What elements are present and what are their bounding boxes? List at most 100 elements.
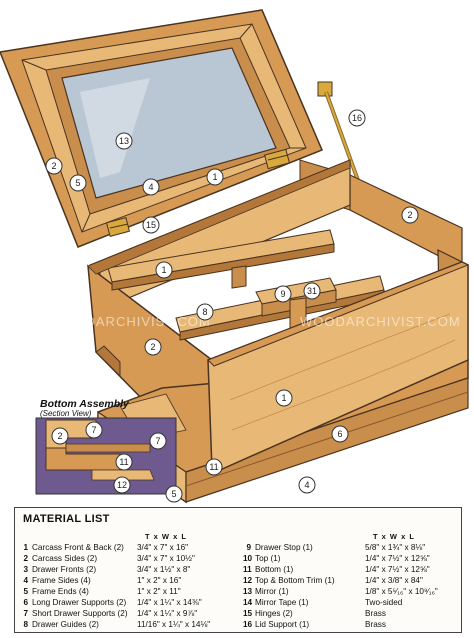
list-item: 5 Frame Ends (4) 1" x 2" x 11" [20, 586, 240, 597]
list-item: 9 Drawer Stop (1) 5/8" x 1¾" x 8⅛" [243, 542, 463, 553]
part-dimensions: 3/4" x 7" x 16" [137, 543, 189, 552]
part-dimensions: Brass [365, 609, 386, 618]
inset-subtitle: (Section View) [40, 409, 92, 418]
mirror-panel [61, 47, 277, 199]
part-dimensions: 1/4" x 3/8" x 84" [365, 576, 423, 585]
callout-label: 6 [337, 429, 342, 439]
part-dimensions: 11/16" x 1¼" x 14⅛" [137, 620, 211, 629]
part-number: 4 [23, 576, 28, 585]
part-name: Long Drawer Supports (2) [32, 598, 127, 607]
hinge-icon [263, 148, 291, 170]
part-dimensions: Brass [365, 620, 386, 629]
callout-label: 2 [150, 342, 155, 352]
carcass-front-rear [87, 159, 351, 275]
list-item: 1 Carcass Front & Back (2) 3/4" x 7" x 16" [20, 542, 240, 553]
part-number: 3 [23, 565, 28, 574]
part-number: 16 [243, 620, 253, 629]
part-name: Bottom (1) [255, 565, 294, 574]
part-number: 5 [23, 587, 28, 596]
part-number: 9 [246, 543, 251, 552]
jewelry-box-exploded-view: Bottom Assembly (Section View) WOODARCHI… [0, 9, 470, 504]
part-name: Mirror Tape (1) [255, 598, 309, 607]
part-number: 14 [243, 598, 253, 607]
part-name: Drawer Guides (2) [32, 620, 99, 629]
part-number: 2 [23, 554, 28, 563]
callout-circles: 13 2 5 4 1 15 16 2 1 8 9 31 2 1 6 7 5 11 [45, 109, 419, 503]
part-name: Hinges (2) [255, 609, 293, 618]
callout-label: 31 [307, 286, 317, 296]
part-name: Frame Ends (4) [32, 587, 89, 596]
callout-label: 1 [212, 172, 217, 182]
list-item: 3 Drawer Fronts (2) 3/4" x 1½" x 8" [20, 564, 240, 575]
part-dimensions: 3/4" x 1½" x 8" [137, 565, 191, 574]
part-dimensions: 3/4" x 7" x 10½" [137, 554, 195, 563]
inset-title: Bottom Assembly [40, 398, 130, 410]
part-number: 7 [23, 609, 28, 618]
part-dimensions: 1/8" x 5⁵⁄₁₆" x 10⁹⁄₁₆" [365, 587, 438, 596]
part-name: Top (1) [255, 554, 281, 563]
part-dimensions: 1" x 2" x 16" [137, 576, 182, 585]
part-number: 15 [243, 609, 253, 618]
part-number: 10 [243, 554, 253, 563]
callout-label: 5 [75, 178, 80, 188]
part-name: Mirror (1) [255, 587, 289, 596]
part-dimensions: 1" x 2" x 11" [137, 587, 181, 596]
callout-label: 1 [161, 265, 166, 275]
watermark: WOODARCHIVIST.COM [50, 314, 211, 329]
watermark: WOODARCHIVIST.COM [300, 314, 461, 329]
part-dimensions: 1/4" x 7½" x 12⅝" [365, 554, 430, 563]
part-number: 8 [23, 620, 28, 629]
column-header-right: T x W x L [373, 532, 415, 541]
callout-label: 2 [57, 431, 62, 441]
watermark-logo [22, 312, 48, 332]
material-list-left-column: 1 Carcass Front & Back (2) 3/4" x 7" x 16"… [20, 542, 240, 630]
list-item: 6 Long Drawer Supports (2) 1/4" x 1¼" x 14… [20, 597, 240, 608]
callout-label: 7 [91, 425, 96, 435]
column-header-left: T x W x L [145, 532, 187, 541]
callout-label: 11 [209, 462, 218, 472]
list-item: 7 Short Drawer Supports (2) 1/4" x 1¼" x 9… [20, 608, 240, 619]
part-dimensions: 1/4" x 7½" x 12⅝" [365, 565, 430, 574]
part-dimensions: 1/4" x 1¼" x 9⅞" [137, 609, 198, 618]
callout-label: 12 [117, 480, 127, 490]
part-name: Drawer Fronts (2) [32, 565, 97, 574]
callout-label: 2 [51, 161, 56, 171]
part-name: Drawer Stop (1) [255, 543, 313, 552]
callout-label: 4 [304, 480, 309, 490]
part-dimensions: 1/4" x 1¼" x 14⅜" [137, 598, 202, 607]
material-list-title: MATERIAL LIST [23, 513, 110, 525]
callout-label: 11 [119, 457, 128, 467]
list-item: 2 Carcass Sides (2) 3/4" x 7" x 10½" [20, 553, 240, 564]
part-dimensions: Two-sided [365, 598, 403, 607]
part-number: 6 [23, 598, 28, 607]
part-dimensions: 5/8" x 1¾" x 8⅛" [365, 543, 426, 552]
part-name: Lid Support (1) [255, 620, 310, 629]
part-name: Short Drawer Supports (2) [32, 609, 128, 618]
part-number: 1 [23, 543, 28, 552]
callout-label: 8 [202, 307, 207, 317]
part-name: Carcass Sides (2) [32, 554, 98, 563]
carcass-front [207, 261, 470, 471]
part-number: 11 [243, 565, 252, 574]
callout-label: 13 [119, 136, 129, 146]
callout-label: 1 [281, 393, 286, 403]
part-name: Carcass Front & Back (2) [32, 543, 124, 552]
part-number: 12 [243, 576, 253, 585]
callout-label: 4 [148, 182, 153, 192]
callout-label: 16 [352, 113, 362, 123]
list-item: 8 Drawer Guides (2) 11/16" x 1¼" x 14⅛" [20, 619, 240, 630]
part-number: 13 [243, 587, 253, 596]
callout-label: 2 [407, 210, 412, 220]
hinge-icon [105, 217, 131, 237]
callout-label: 7 [155, 436, 160, 446]
